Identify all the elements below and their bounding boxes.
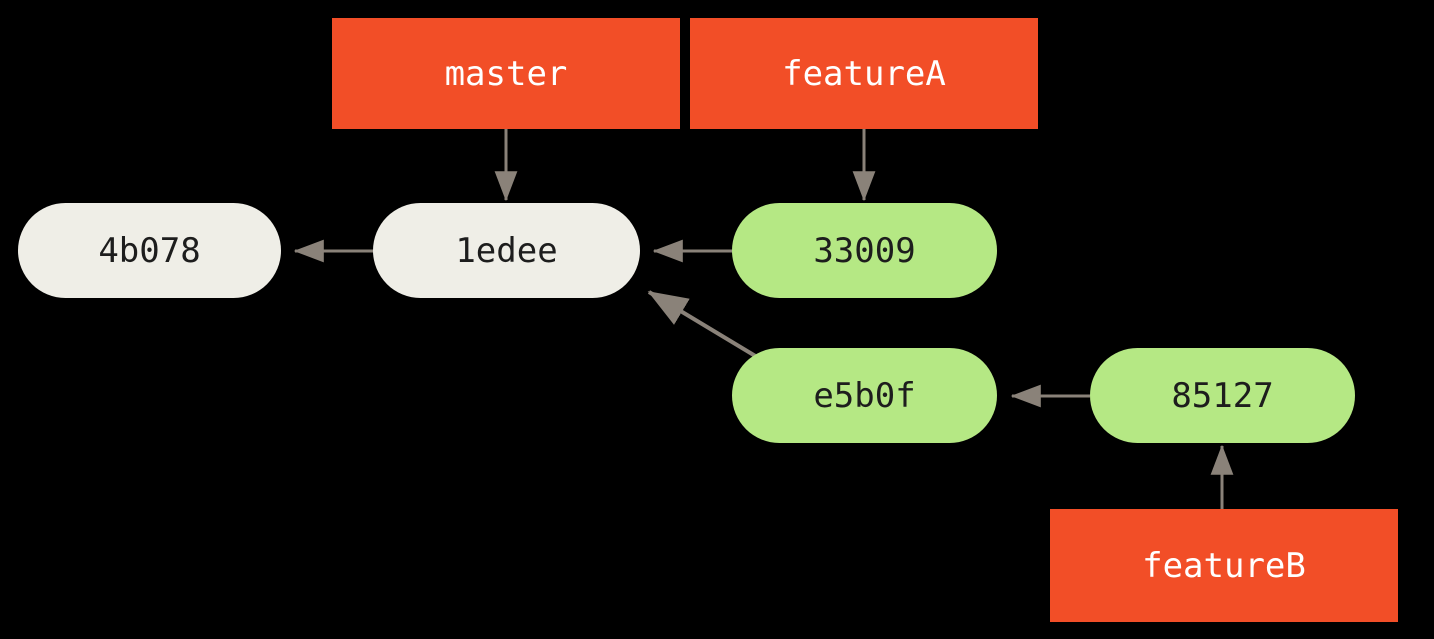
commit-node-e5b0f-label: e5b0f — [813, 375, 916, 416]
branch-label-featureA-text: featureA — [782, 53, 946, 94]
branch-label-featureB[interactable]: featureB — [1050, 509, 1398, 622]
commit-node-1edee-label: 1edee — [455, 230, 558, 271]
edge-e5b0f-to-1edee — [647, 290, 759, 359]
branch-label-master-text: master — [444, 53, 568, 94]
commit-node-33009[interactable]: 33009 — [732, 203, 997, 298]
commit-node-33009-label: 33009 — [813, 230, 916, 271]
commit-node-1edee[interactable]: 1edee — [373, 203, 640, 298]
commit-node-85127[interactable]: 85127 — [1090, 348, 1355, 443]
branch-label-master[interactable]: master — [332, 18, 680, 129]
commit-node-e5b0f[interactable]: e5b0f — [732, 348, 997, 443]
commit-node-4b078[interactable]: 4b078 — [18, 203, 281, 298]
commit-node-85127-label: 85127 — [1171, 375, 1274, 416]
commit-node-4b078-label: 4b078 — [98, 230, 201, 271]
branch-label-featureA[interactable]: featureA — [690, 18, 1038, 129]
branch-label-featureB-text: featureB — [1142, 545, 1306, 586]
